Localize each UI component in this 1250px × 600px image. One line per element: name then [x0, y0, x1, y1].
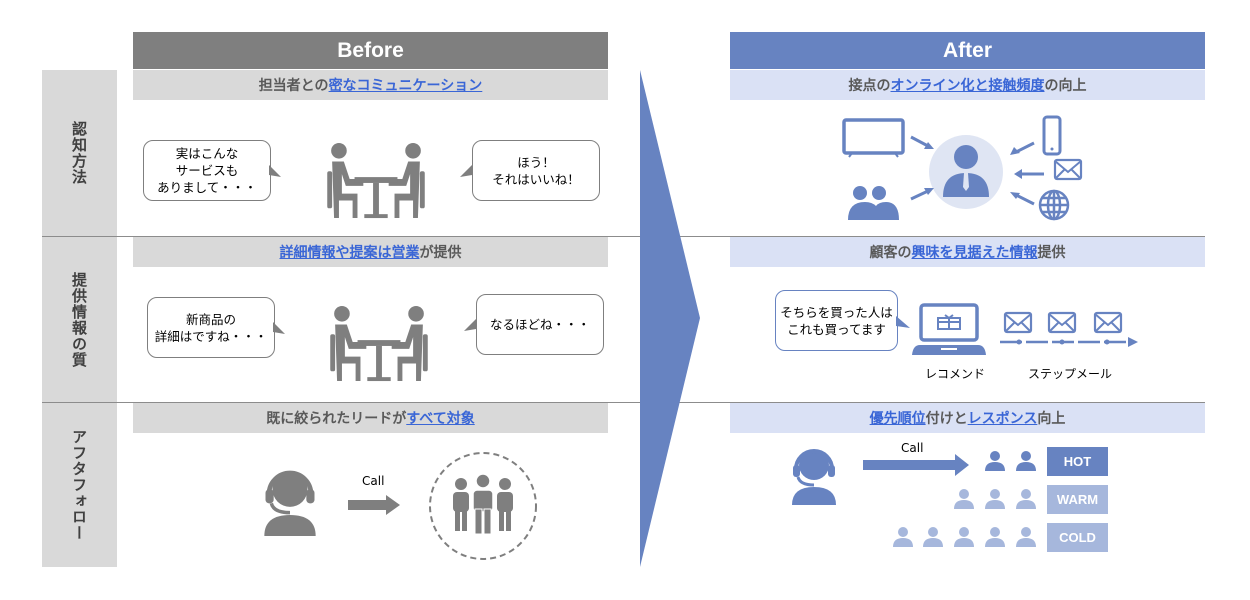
meeting-icon	[327, 142, 425, 219]
before-header: Before	[133, 32, 608, 69]
recommend-speech-bubble: そちらを買った人は これも買ってます	[775, 290, 898, 351]
speech-bubble-right: ほう！ それはいいね！	[472, 140, 600, 201]
heading-text: 付けと	[925, 411, 968, 427]
heading-text: 既に絞られたリードが	[266, 411, 407, 427]
operator-headset-icon	[262, 462, 318, 540]
call-label: Call	[901, 441, 924, 455]
person-icon	[985, 489, 1005, 509]
globe-icon	[1038, 189, 1070, 221]
call-arrow-icon	[348, 495, 400, 515]
heading-highlight: 興味を見据えた情報	[911, 245, 1038, 261]
row-divider	[42, 402, 1205, 403]
bubble-tail-icon	[269, 165, 281, 177]
bubble-tail-icon	[460, 165, 472, 177]
heading-text: 接点の	[848, 78, 891, 94]
step-mail-label: ステップメール	[1028, 367, 1113, 381]
bubble-tail-icon	[464, 319, 476, 331]
tier-hot: HOT	[1047, 447, 1108, 476]
person-icon	[954, 489, 974, 509]
person-icon	[1016, 451, 1036, 471]
lead-group-icon	[429, 452, 537, 560]
transition-arrow-icon	[640, 70, 700, 567]
bubble-tail-icon	[273, 322, 285, 334]
before-row2-heading: 詳細情報や提案は営業が提供	[133, 237, 608, 267]
heading-highlight: 詳細情報や提案は営業	[279, 245, 420, 261]
person-icon	[1016, 489, 1036, 509]
tv-icon	[842, 118, 905, 158]
row-label-text: アフタフォロー	[70, 429, 88, 541]
heading-highlight: オンライン化と接触頻度	[890, 78, 1045, 94]
heading-text: 担当者との	[258, 78, 329, 94]
laptop-gift-icon	[912, 303, 986, 355]
heading-text: 提供	[1037, 245, 1066, 261]
person-icon	[954, 527, 974, 547]
after-header: After	[730, 32, 1205, 69]
cold-leads-icons	[893, 527, 1036, 547]
person-icon	[985, 451, 1005, 471]
hot-leads-icons	[985, 451, 1036, 471]
row-label-text: 提供情報の質	[70, 271, 88, 368]
operator-headset-icon	[790, 448, 838, 507]
heading-text: 顧客の	[869, 245, 912, 261]
before-row1-heading: 担当者との密なコミュニケーション	[133, 70, 608, 100]
before-row3-heading: 既に絞られたリードがすべて対象	[133, 403, 608, 433]
row-label-text: 認知方法	[70, 121, 88, 185]
row-label-follow-up: アフタフォロー	[42, 403, 117, 567]
smartphone-icon	[1042, 115, 1062, 156]
call-arrow-icon	[863, 454, 969, 476]
after-row1-heading: 接点のオンライン化と接触頻度の向上	[730, 70, 1205, 100]
meeting-icon	[330, 305, 428, 382]
person-icon	[1016, 527, 1036, 547]
heading-text: 向上	[1037, 411, 1066, 427]
heading-highlight: すべて対象	[406, 411, 475, 427]
heading-text: の向上	[1044, 78, 1087, 94]
heading-highlight: 密なコミュニケーション	[328, 78, 483, 94]
row-label-info-quality: 提供情報の質	[42, 237, 117, 402]
heading-text: が提供	[419, 245, 462, 261]
recommend-label: レコメンド	[925, 367, 986, 381]
bubble-tail-icon	[896, 316, 910, 328]
tier-cold: COLD	[1047, 523, 1108, 552]
step-mail-icon	[1000, 311, 1138, 347]
warm-leads-icons	[954, 489, 1036, 509]
row-divider	[42, 236, 1205, 237]
tier-warm: WARM	[1047, 485, 1108, 514]
after-row3-heading: 優先順位付けとレスポンス向上	[730, 403, 1205, 433]
after-row2-heading: 顧客の興味を見据えた情報提供	[730, 237, 1205, 267]
person-icon	[923, 527, 943, 547]
call-label: Call	[362, 474, 385, 488]
row-label-awareness: 認知方法	[42, 70, 117, 236]
person-icon	[893, 527, 913, 547]
speech-bubble-left: 新商品の 詳細はですね・・・	[147, 297, 275, 358]
person-icon	[985, 527, 1005, 547]
customer-icon	[943, 145, 989, 197]
arrows	[910, 135, 1044, 206]
online-touchpoints-diagram	[842, 115, 1083, 221]
speech-bubble-left: 実はこんな サービスも ありまして・・・	[143, 140, 271, 201]
people-icon	[848, 186, 899, 220]
heading-highlight: 優先順位	[869, 411, 926, 427]
heading-highlight: レスポンス	[967, 411, 1038, 427]
mail-icon	[1053, 158, 1083, 181]
speech-bubble-right: なるほどね・・・	[476, 294, 604, 355]
